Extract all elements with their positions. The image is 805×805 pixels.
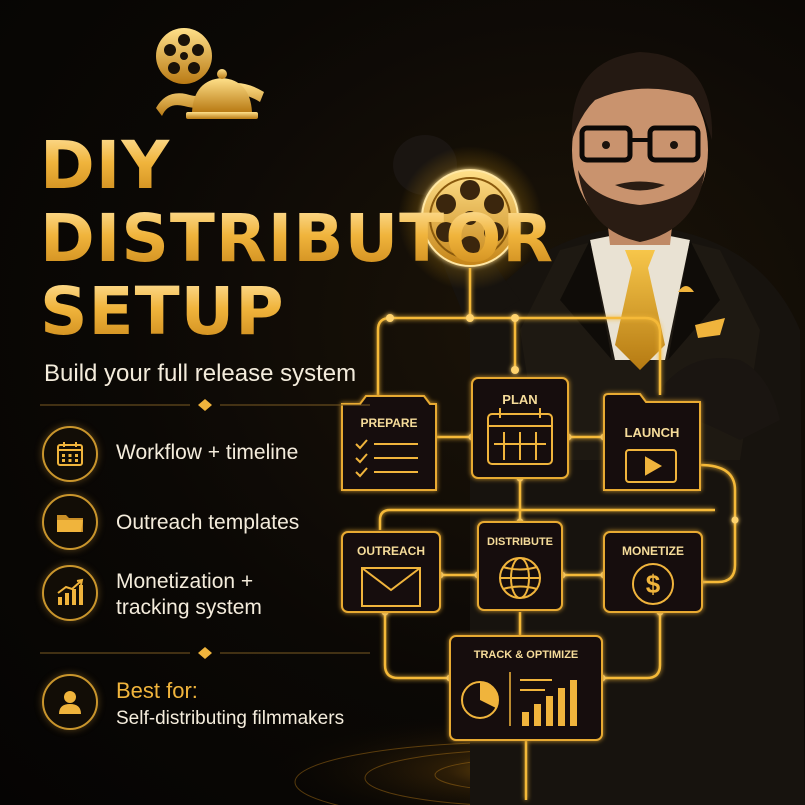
- growth-chart-icon: [57, 578, 84, 605]
- feature-text-line-2: tracking system: [116, 596, 262, 619]
- calendar-icon: [487, 408, 553, 465]
- page-title-line-2: DISTRIBUTOR: [40, 200, 555, 277]
- best-for-label: Best for:: [116, 678, 198, 703]
- best-for-value: Self-distributing filmmakers: [116, 708, 345, 729]
- folder-badge: [42, 494, 98, 550]
- page-title-line-3: SETUP: [40, 273, 285, 350]
- distribute-label: DISTRIBUTE: [487, 536, 553, 548]
- track-optimize-label: TRACK & OPTIMIZE: [474, 649, 579, 661]
- plan-label: PLAN: [502, 392, 537, 407]
- monetize-label: MONETIZE: [622, 544, 684, 558]
- distribute-box: [477, 521, 563, 611]
- growth-chart-badge: [42, 565, 98, 621]
- launch-label: LAUNCH: [625, 425, 680, 440]
- launch-box: [603, 393, 701, 491]
- dollar-coin-icon: [632, 563, 674, 605]
- checklist-icon: [355, 439, 418, 478]
- flow-connectors: [376, 268, 737, 800]
- best-for-section: Best for: Self-distributing filmmakers: [40, 672, 360, 732]
- outreach-box: [341, 531, 441, 613]
- person-icon: [59, 691, 81, 714]
- dollar-sign-glyph: $: [646, 569, 661, 599]
- calendar-badge: [42, 426, 98, 482]
- envelope-icon: [361, 567, 421, 607]
- film-reel-icon: [421, 169, 519, 267]
- film-reel-bell-logo: [156, 28, 264, 119]
- feature-monetization: Monetization + tracking system: [40, 563, 360, 623]
- feature-text: Monetization + tracking system: [116, 569, 262, 621]
- play-icon: [625, 449, 677, 483]
- feature-text: Outreach templates: [116, 511, 300, 534]
- feature-text-line-1: Monetization +: [116, 570, 254, 593]
- plan-box: [471, 377, 569, 479]
- section-divider: [40, 399, 370, 411]
- section-divider: [40, 647, 370, 659]
- prepare-label: PREPARE: [360, 416, 417, 430]
- folder-icon: [57, 515, 83, 532]
- feature-workflow: Workflow + timeline: [40, 424, 360, 484]
- globe-icon: [499, 557, 541, 599]
- person-badge: [42, 674, 98, 730]
- monetize-box: [603, 531, 703, 613]
- feature-outreach: Outreach templates: [40, 492, 360, 552]
- feature-text: Workflow + timeline: [116, 441, 299, 464]
- subtitle: Build your full release system: [44, 360, 357, 387]
- outreach-label: OUTREACH: [357, 544, 425, 558]
- calendar-icon: [57, 442, 83, 466]
- page-title-line-1: DIY: [40, 127, 171, 204]
- analytics-icon: [461, 672, 577, 726]
